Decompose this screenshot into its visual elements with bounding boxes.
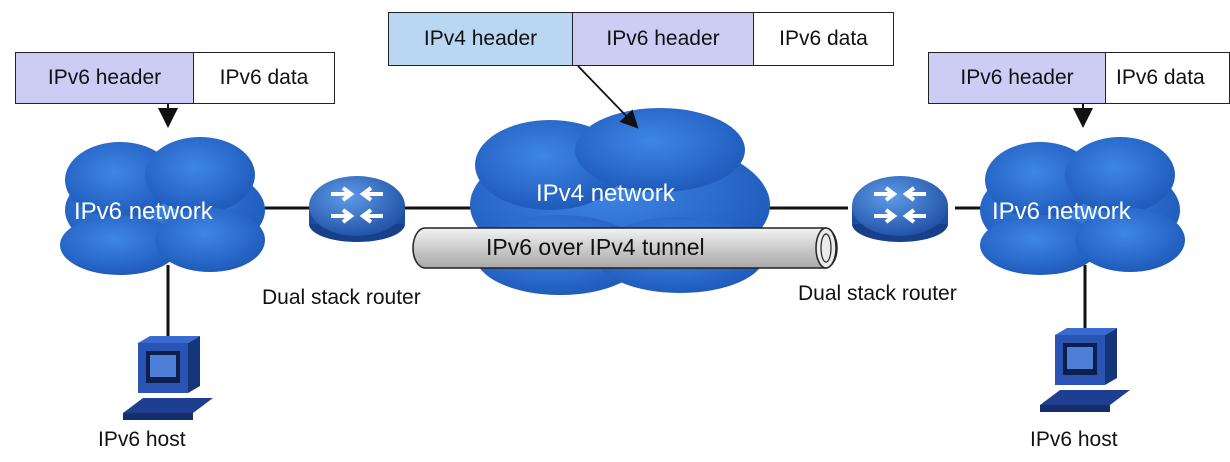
computer-icon	[123, 336, 213, 420]
packet-left-data: IPv6 data	[194, 53, 334, 103]
packet-left: IPv6 header IPv6 data	[15, 52, 335, 104]
packet-ipv4-header: IPv4 header	[389, 13, 573, 65]
router-icon	[852, 176, 948, 242]
packet-ipv6-header: IPv6 header	[573, 13, 754, 65]
host-label-left: IPv6 host	[98, 428, 186, 451]
cloud-label-center: IPv4 network	[536, 180, 675, 207]
router-label-right: Dual stack router	[798, 282, 957, 305]
router-label-left: Dual stack router	[262, 286, 421, 309]
packet-left-header: IPv6 header	[16, 53, 194, 103]
cloud-icon	[60, 137, 265, 275]
tunnel-pipe	[412, 227, 838, 269]
tunnel-label: IPv6 over IPv4 tunnel	[486, 234, 705, 260]
host-label-right: IPv6 host	[1030, 428, 1118, 451]
computer-icon	[1040, 328, 1130, 412]
packet-ipv6-data: IPv6 data	[754, 13, 893, 65]
packet-right-header: IPv6 header	[929, 53, 1106, 103]
cloud-label-right: IPv6 network	[992, 198, 1131, 225]
packet-right: IPv6 header IPv6 data	[928, 52, 1230, 104]
router-icon	[309, 176, 405, 242]
arrow-icon	[577, 65, 639, 129]
packet-encapsulated: IPv4 header IPv6 header IPv6 data	[388, 12, 894, 66]
cloud-label-left: IPv6 network	[74, 198, 213, 225]
cloud-icon	[980, 137, 1185, 275]
packet-right-data: IPv6 data	[1106, 53, 1229, 103]
